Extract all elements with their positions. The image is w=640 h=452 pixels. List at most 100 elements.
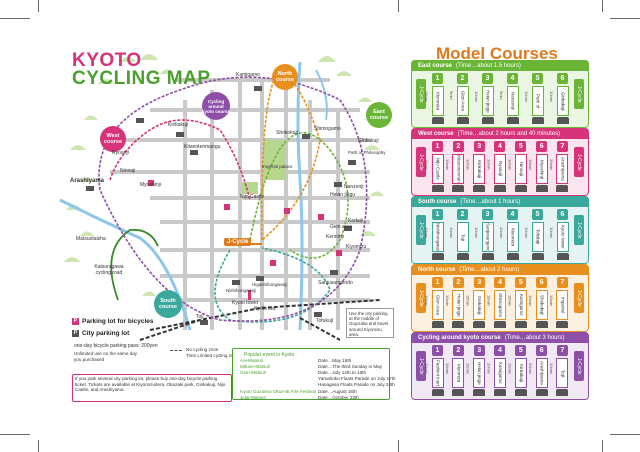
stop-name: Kiyomizu Area (506, 222, 519, 252)
stop-minutes: 10min (528, 295, 534, 306)
course-card: North course(Time…about 2 hours) J-Cycle 1… (411, 264, 589, 332)
events-box (232, 348, 390, 400)
stop-number: 3 (473, 345, 485, 356)
stop-minutes: 15min (444, 363, 450, 374)
stop-number: 6 (536, 277, 548, 288)
stop-number: 2 (457, 209, 468, 220)
map-title-line2: CYCLING MAP (72, 68, 211, 89)
stop-minutes: 10min (474, 227, 479, 238)
temple-icon (473, 389, 486, 396)
stop-number: 5 (515, 277, 527, 288)
place-kyoto-tower: Kyoto tower (232, 300, 259, 306)
stop-minutes: 15min (424, 159, 429, 170)
stop-minutes: 20min (528, 363, 534, 374)
stop-name: Kinkakuji (473, 154, 486, 184)
course-name: South course (418, 199, 457, 205)
temple-icon (431, 253, 444, 260)
temple-icon (514, 321, 527, 328)
stop-name: Path of Philosophy (531, 86, 544, 116)
temple-icon (456, 253, 469, 260)
place-path-of-philosophy: Path of Philosophy (348, 150, 386, 155)
parking-icon: P (72, 318, 79, 325)
place-gion: Gion area (330, 224, 352, 230)
place-arashiyama: Arashiyama (70, 178, 105, 184)
stop-number: 2 (457, 73, 468, 84)
model-courses-title: Model Courses (436, 44, 558, 63)
stop-name: Arashiyama (535, 358, 548, 388)
stop-minutes: 10min (524, 91, 529, 102)
stop-minutes: 20min (424, 363, 429, 374)
temple-icon (531, 253, 544, 260)
place-katsuragawa: Katsuragawa cycling road (94, 264, 124, 276)
course-header: North course(Time…about 2 hours) (412, 265, 588, 275)
place-ginkakuji: Ginkakuji (358, 138, 379, 144)
place-kyoto-sta: Kyoto sta. (254, 306, 277, 312)
event-date: Hanagasa Floats Parade on July 24th (318, 382, 395, 387)
temple-icon (431, 321, 444, 328)
event-name: Aoi-Matsuri (240, 358, 264, 363)
place-toji: Toji (196, 314, 204, 320)
stop-name: Nishihongwanji (431, 222, 444, 252)
temple-icon (452, 185, 465, 192)
course-header: South course(Time…about 1 hours) (412, 197, 588, 207)
event-date: Yamahoko Floats Parade on July 17th (318, 376, 396, 381)
place-matsuotaisha: Matsuotaisha (76, 236, 106, 242)
course-card: East course(Time…about 1.5 hours)J-Cycle… (411, 60, 589, 128)
legend-pass: one-day bicycle parking pass: 200yen (74, 343, 158, 349)
course-name: North course (418, 267, 456, 273)
stop-name: Heian jingu (452, 290, 465, 320)
place-sanjusangendo: Sanjusangendo (318, 280, 353, 286)
stop-minutes: 10min (465, 159, 471, 170)
course-end: J-Cycle (574, 79, 584, 109)
course-time: (Time…about 3 hours) (504, 335, 565, 341)
stop-name: Toji (556, 358, 569, 388)
stop-number: 3 (473, 141, 485, 152)
temple-icon (556, 389, 569, 396)
stop-minutes: 20min (548, 363, 554, 374)
legend-note-box (72, 374, 232, 402)
place-kodaiji: Kodaiji (348, 218, 364, 224)
temple-icon (493, 321, 506, 328)
place-imperial-palace: Imperial palace (262, 164, 293, 169)
course-end: J-Cycle (574, 351, 584, 381)
stop-minutes: 10min (424, 227, 429, 238)
stop-number: 5 (515, 345, 527, 356)
stop-name: Ginkakuji (556, 86, 569, 116)
legend-no-cycling-sub: Time Limited cycling zone (186, 353, 239, 358)
stop-minutes: 15min (465, 363, 471, 374)
temple-icon (481, 117, 494, 124)
place-kiyomizu: Kiyomizu (346, 244, 367, 250)
stop-number: 4 (494, 141, 506, 152)
stop-number: 4 (494, 277, 506, 288)
north-course-bubble: North course (272, 64, 298, 90)
place-higashihongwanji: Higashihongwanji (252, 282, 288, 287)
west-course-bubble: West course (100, 126, 126, 152)
stop-number: 7 (556, 345, 568, 356)
stop-number: 5 (515, 141, 527, 152)
temple-icon (514, 389, 527, 396)
course-end: J-Cycle (574, 283, 584, 313)
stop-minutes: 15min (507, 363, 513, 374)
stop-number: 2 (452, 345, 464, 356)
stop-name: Ninnaji (514, 154, 527, 184)
stop-minutes: 10min (424, 295, 429, 306)
stop-minutes: 10min (449, 227, 454, 238)
